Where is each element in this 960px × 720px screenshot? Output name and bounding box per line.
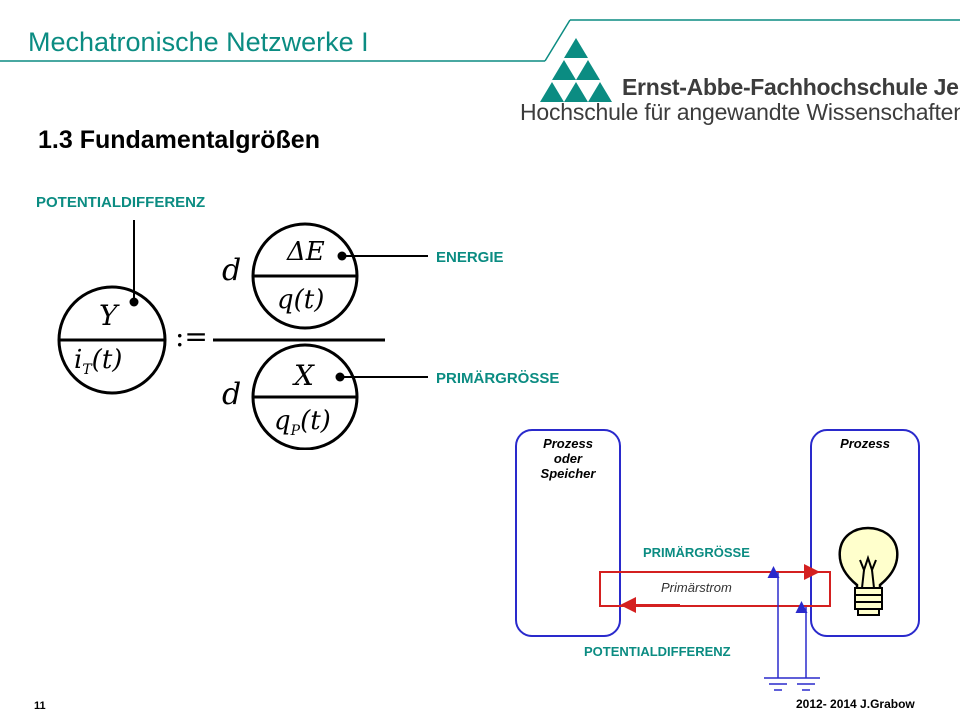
left-bottom-sub: T <box>82 362 92 379</box>
energy-leader-dot <box>337 251 347 261</box>
d-bottom: d <box>222 377 242 412</box>
left-process-box <box>515 429 621 637</box>
course-title: Mechatronische Netzwerke I <box>28 27 369 57</box>
left-bottom-base: i <box>74 345 83 375</box>
process-primary-label: PRIMÄRGRÖSSE <box>643 545 750 560</box>
flow-label: Primärstrom <box>661 580 732 595</box>
process-potential-label: POTENTIALDIFFERENZ <box>584 644 731 659</box>
formula-graphics <box>57 220 428 450</box>
d-top: d <box>222 253 242 288</box>
left-top-symbol: Y <box>99 299 118 332</box>
school-name: Ernst-Abbe-Fachhochschule Jena <box>622 74 960 100</box>
assign-symbol: := <box>175 320 208 353</box>
copyright: 2012- 2014 J.Grabow <box>796 697 915 711</box>
label-potential: POTENTIALDIFFERENZ <box>36 194 206 211</box>
left-bottom-symbol: iT(t) <box>74 345 122 378</box>
primary-bottom-base: q <box>274 406 291 436</box>
potential-leader-dot <box>129 297 139 307</box>
energy-top-symbol: ΔE <box>287 237 325 267</box>
header-rule-slant <box>544 19 571 62</box>
primary-bottom-arg: (t) <box>300 406 331 436</box>
primary-bottom-symbol: qP(t) <box>274 406 331 439</box>
process-graphics <box>515 429 920 691</box>
energy-bottom-symbol: q(t) <box>277 285 325 315</box>
light-bulb-icon <box>838 526 899 616</box>
header-graphics <box>0 19 960 102</box>
primary-leader-dot <box>335 372 345 382</box>
school-subtitle: Hochschule für angewandte Wissenschaften <box>520 99 960 125</box>
school-logo-icon <box>540 38 612 102</box>
left-bottom-arg: (t) <box>91 345 123 375</box>
primary-bottom-sub: P <box>290 423 301 440</box>
right-box-title: Prozess <box>840 436 890 451</box>
ground-icon <box>764 677 820 691</box>
label-primary: PRIMÄRGRÖSSE <box>436 370 560 387</box>
left-box-title: Prozess oder Speicher <box>540 436 596 481</box>
right-process-box <box>810 429 920 637</box>
flow-loop <box>599 571 831 607</box>
label-energy: ENERGIE <box>436 249 504 266</box>
primary-top-symbol: X <box>294 359 314 392</box>
page-number: 11 <box>34 700 46 712</box>
section-title: 1.3 Fundamentalgrößen <box>38 126 320 154</box>
